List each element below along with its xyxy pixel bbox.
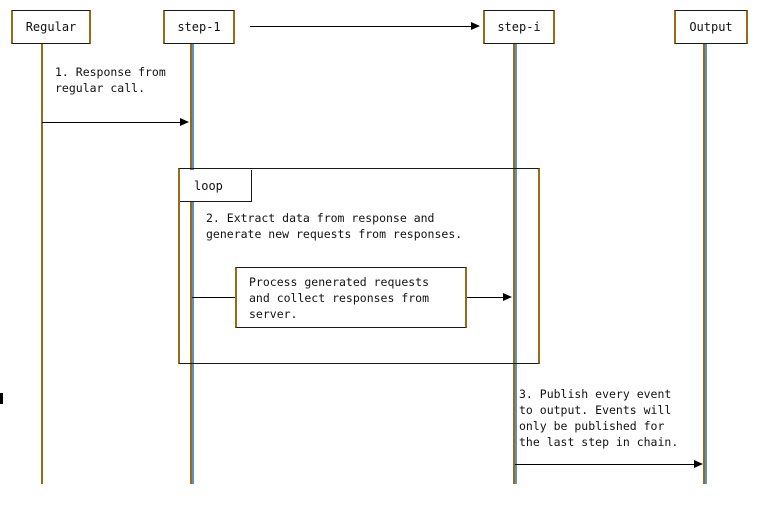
arrow-head-step1-to-stepi-process	[503, 293, 512, 301]
note-extract-data-generate-requests: 2. Extract data from response and genera…	[206, 211, 463, 241]
participant-label-step-1: step-1	[177, 20, 221, 34]
loop-fragment-label: loop	[194, 178, 223, 193]
lifeline-regular	[41, 44, 43, 484]
message-line-regular-to-step1	[42, 122, 181, 123]
lifeline-output	[703, 44, 707, 484]
participant-box-step-i[interactable]: step-i	[483, 10, 555, 44]
note-publish-every-event: 3. Publish every event to output. Events…	[519, 387, 679, 449]
canvas-edge-artifact	[0, 393, 3, 404]
message-line-step1-to-stepi-header	[250, 26, 472, 27]
participant-label-regular: Regular	[25, 20, 77, 34]
lifeline-step-1	[190, 44, 194, 484]
loop-fragment-frame	[178, 168, 540, 364]
loop-fragment-label-box: loop	[180, 170, 252, 202]
arrow-head-regular-to-step1	[180, 118, 189, 126]
arrow-head-stepi-to-output	[694, 460, 703, 468]
message-line-stepi-to-output	[515, 464, 695, 465]
note-response-from-regular-call: 1. Response from regular call.	[55, 65, 166, 95]
participant-box-step-1[interactable]: step-1	[163, 10, 235, 44]
participant-label-output: Output	[689, 20, 733, 34]
note-box-process-generated-requests: Process generated requests and collect r…	[235, 267, 467, 328]
lifeline-step-i	[513, 44, 517, 484]
participant-label-step-i: step-i	[497, 20, 541, 34]
participant-box-output[interactable]: Output	[674, 10, 748, 44]
participant-box-regular[interactable]: Regular	[11, 10, 91, 44]
arrow-head-step1-to-stepi-header	[471, 22, 480, 30]
